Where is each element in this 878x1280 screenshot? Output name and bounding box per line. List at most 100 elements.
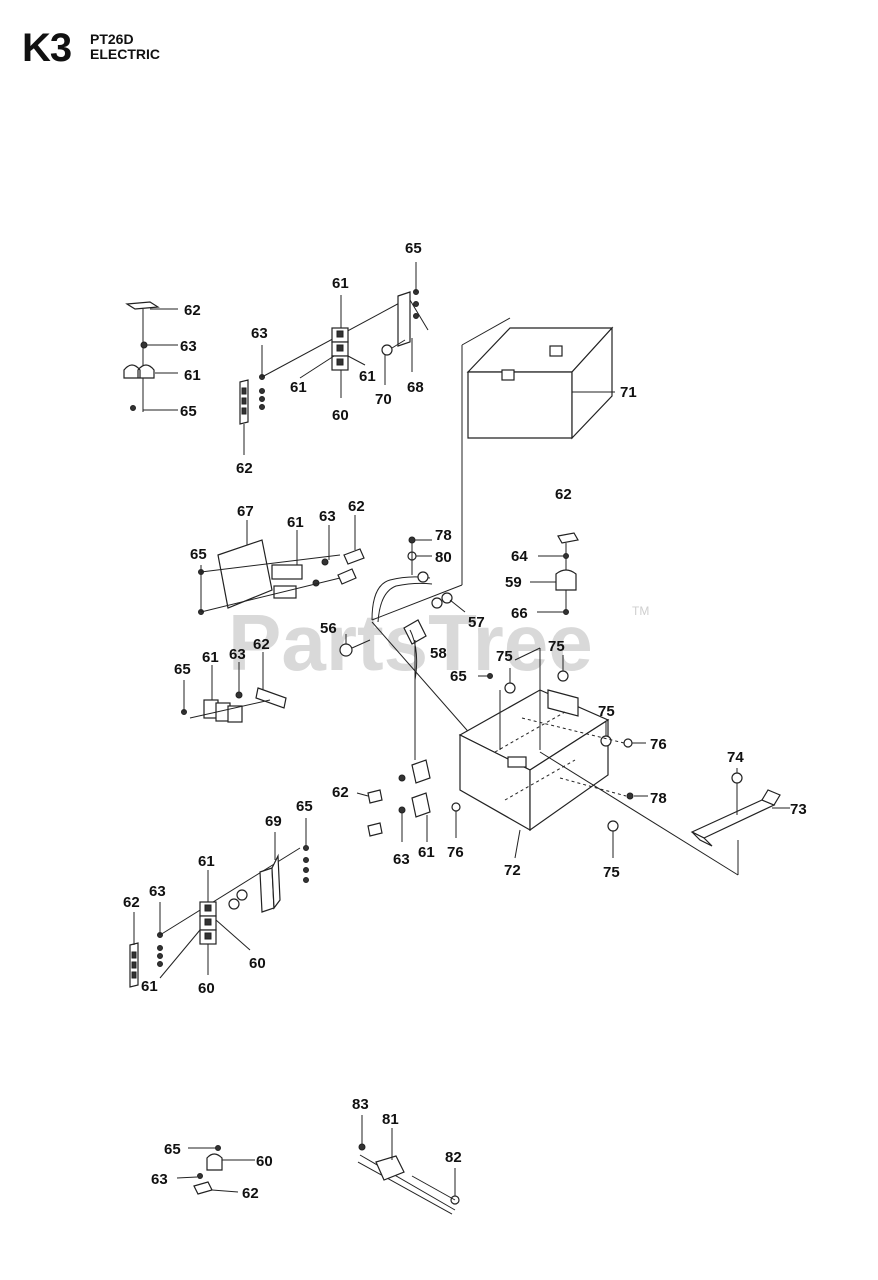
- callout-label: 65: [164, 1141, 181, 1158]
- callout-label: 76: [447, 844, 464, 861]
- block-hole: [204, 918, 212, 926]
- part-61-clip: [273, 585, 297, 599]
- part-62-pad: [367, 789, 383, 804]
- cable-terminal: [417, 571, 429, 583]
- part-64-screw: [563, 553, 569, 559]
- group-top-terminal-block: [239, 262, 429, 455]
- callout-label: 81: [382, 1111, 399, 1128]
- part-78-screw: [408, 536, 416, 544]
- part-62-tab: [125, 301, 160, 310]
- plate-edge: [409, 299, 429, 331]
- cable: [411, 1175, 456, 1201]
- part-83-screw: [358, 1143, 366, 1151]
- block-hole: [336, 344, 344, 352]
- callout-label: 60: [332, 407, 349, 424]
- callout-label: 63: [180, 338, 197, 355]
- watermark: PartsTree: [228, 598, 593, 687]
- callout-label: 60: [249, 955, 266, 972]
- part-73-hold-down-bracket: [690, 768, 790, 875]
- part-56-bolt: [339, 643, 353, 657]
- bolt: [236, 889, 248, 901]
- leader: [176, 1176, 198, 1179]
- part-61-clip: [411, 792, 431, 818]
- battery-terminal: [549, 345, 563, 357]
- strip-mark: [241, 397, 247, 405]
- callout-label: 65: [296, 798, 313, 815]
- callout-label: 66: [511, 605, 528, 622]
- callout-label: 63: [151, 1171, 168, 1188]
- part-81-boot: [375, 1155, 405, 1181]
- part-60-clip: [206, 1153, 223, 1171]
- part-63-screw: [235, 691, 243, 699]
- part-66-nut: [563, 609, 569, 615]
- axis-line: [189, 699, 271, 719]
- part-76-nut: [451, 802, 461, 812]
- callout-label: 75: [598, 703, 615, 720]
- part-74-bolt: [731, 772, 743, 784]
- callout-label: 57: [468, 614, 485, 631]
- part-61-clip: [227, 705, 243, 723]
- callout-label: 75: [603, 864, 620, 881]
- block-hole: [204, 904, 212, 912]
- part-65-nut: [303, 867, 309, 873]
- part-61-clip: [123, 364, 155, 379]
- part-72-battery-tray: [451, 647, 739, 876]
- model-name: PT26D: [90, 31, 134, 47]
- leader: [371, 621, 481, 746]
- screw: [259, 396, 265, 402]
- callout-label: 63: [149, 883, 166, 900]
- callout-label: 63: [319, 508, 336, 525]
- callout-labels: 62 63 61 65 61 63 61 61 60 62 65 70 68 7…: [123, 240, 807, 1202]
- part-61-clip: [411, 759, 431, 784]
- group-bottom-cable: [357, 1115, 460, 1215]
- cable: [359, 1154, 456, 1211]
- leader: [347, 355, 366, 366]
- group-left-clips: [181, 652, 287, 723]
- part-62-pad: [367, 822, 383, 837]
- leader: [356, 792, 369, 797]
- callout-label: 82: [445, 1149, 462, 1166]
- callout-label: 61: [332, 275, 349, 292]
- block-hole: [204, 932, 212, 940]
- part-62-strip: [343, 548, 365, 565]
- part-75-bolt: [504, 682, 516, 694]
- part-58-terminal: [403, 619, 427, 645]
- strip-mark: [131, 971, 137, 979]
- cable: [357, 1161, 453, 1215]
- callout-label: 62: [123, 894, 140, 911]
- part-65-nut: [413, 301, 419, 307]
- callout-label: 61: [287, 514, 304, 531]
- callout-label: 63: [251, 325, 268, 342]
- callout-label: 65: [190, 546, 207, 563]
- part-57-nut: [431, 597, 443, 609]
- axis-line: [200, 554, 341, 573]
- callout-label: 75: [548, 638, 565, 655]
- part-62-strip: [255, 687, 287, 709]
- callout-label: 62: [555, 486, 572, 503]
- callout-label: 65: [405, 240, 422, 257]
- screw: [157, 953, 163, 959]
- callout-label: 73: [790, 801, 807, 818]
- screw: [259, 404, 265, 410]
- part-62-strip: [337, 568, 357, 585]
- callout-label: 83: [352, 1096, 369, 1113]
- leader: [449, 599, 466, 613]
- hidden-edge: [494, 711, 566, 753]
- part-65-nut: [487, 673, 493, 679]
- part-71-battery: [461, 317, 615, 585]
- part-62-pad: [193, 1181, 213, 1195]
- leader: [514, 647, 541, 661]
- callout-label: 76: [650, 736, 667, 753]
- group-cable-harness: [339, 536, 481, 760]
- callout-label: 62: [236, 460, 253, 477]
- block-hole: [336, 330, 344, 338]
- axis-line: [200, 577, 341, 613]
- bolt-shaft: [391, 339, 406, 349]
- leader: [371, 584, 463, 621]
- callout-label: 61: [198, 853, 215, 870]
- strip-mark: [131, 951, 137, 959]
- callout-label: 61: [141, 978, 158, 995]
- callout-label: 78: [435, 527, 452, 544]
- part-59-clip: [555, 569, 577, 591]
